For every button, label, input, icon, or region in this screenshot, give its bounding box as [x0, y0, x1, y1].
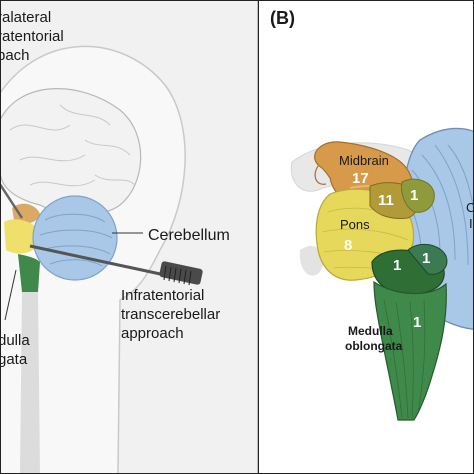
- medulla-label-line-1: dulla: [0, 332, 30, 349]
- instrument-handle-grip: [163, 265, 192, 286]
- pons-region-a: [4, 219, 42, 254]
- pons-medulla-count-right: 1: [422, 250, 430, 267]
- medulla-leader: [4, 269, 17, 321]
- pons-medulla-count-left: 1: [393, 257, 401, 274]
- midbrain-region-a: [12, 203, 40, 224]
- approach-bottom-line-1: Infratentorial: [121, 287, 204, 304]
- medulla-b-label-line-1: Medulla: [348, 324, 393, 338]
- cerebellum-a: [32, 195, 118, 281]
- midbrain-count: 17: [352, 170, 369, 187]
- transcerebellar-instrument: [29, 244, 166, 277]
- cerebral-peduncle-shadow: [299, 245, 324, 276]
- midbrain-pons-count: 11: [378, 192, 394, 209]
- midbrain-notch: [314, 165, 327, 185]
- approach-top-line-2: ratentorial: [0, 28, 64, 45]
- approach-top-line-1: ralateral: [0, 9, 51, 26]
- approach-top-line-3: bach: [0, 47, 30, 64]
- pons-count: 8: [344, 237, 352, 254]
- instrument-handle: [159, 261, 203, 285]
- cerebellum-cut-label-line-2: I: [469, 216, 473, 231]
- pons-label: Pons: [340, 217, 370, 232]
- medulla-fibers: [383, 299, 426, 419]
- cerebellum-cut-label-line-1: C: [466, 200, 474, 215]
- pons-cerebellum-junction: [407, 243, 448, 275]
- medulla-count: 1: [413, 314, 421, 331]
- medulla-b: [373, 280, 447, 421]
- panel-a: ralateral ratentorial bach Cerebellum In…: [0, 0, 258, 474]
- spinal-cord-a: [20, 292, 40, 474]
- panel-b-label: (B): [270, 8, 295, 28]
- medulla-region-a: [18, 254, 40, 292]
- approach-bottom-line-2: transcerebellar: [121, 306, 220, 323]
- supracerebellar-instrument: [0, 181, 24, 219]
- medulla-b-label-line-2: oblongata: [345, 339, 403, 353]
- approach-bottom-line-3: approach: [121, 325, 184, 342]
- cerebrum-gyri: [9, 104, 136, 187]
- cerebellum-label: Cerebellum: [148, 227, 230, 244]
- medulla-label-line-2: gata: [0, 351, 28, 368]
- panel-b: (B): [259, 0, 474, 474]
- midbrain-label: Midbrain: [339, 153, 389, 168]
- midbrain-cerebellum-count: 1: [410, 187, 418, 204]
- midbrain-cerebellum-junction: [401, 178, 435, 213]
